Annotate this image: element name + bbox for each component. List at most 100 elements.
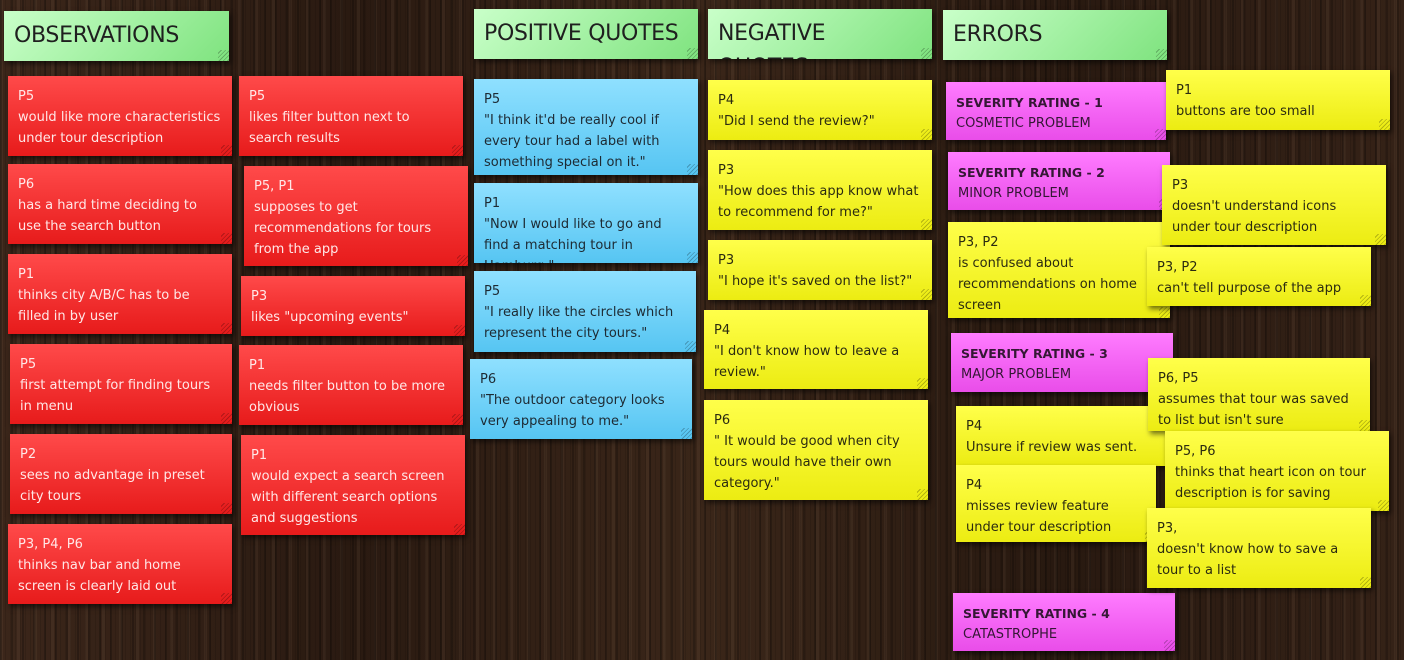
note-text: " It would be good when city tours would… bbox=[714, 434, 900, 491]
participant-label: P3 bbox=[251, 289, 268, 304]
note-text: can't tell purpose of the app bbox=[1157, 281, 1342, 296]
positive-quote-note[interactable]: P5 "I really like the circles which repr… bbox=[474, 271, 696, 352]
positive-quote-note[interactable]: P1 "Now I would like to go and find a ma… bbox=[474, 183, 698, 263]
error-note[interactable]: P3, doesn't know how to save a tour to a… bbox=[1147, 508, 1371, 588]
note-text: sees no advantage in preset city tours bbox=[20, 468, 205, 504]
negative-quote-note[interactable]: P4 "I don't know how to leave a review." bbox=[704, 310, 928, 389]
note-text: thinks city A/B/C has to be filled in by… bbox=[18, 288, 190, 324]
participant-label: P1 bbox=[251, 448, 268, 463]
participant-label: P1 bbox=[1176, 83, 1193, 98]
header-observations[interactable]: OBSERVATIONS bbox=[4, 11, 229, 61]
participant-label: P6 bbox=[714, 413, 731, 428]
participant-label: P5 bbox=[484, 92, 501, 107]
participant-label: P4 bbox=[718, 93, 735, 108]
note-text: first attempt for finding tours in menu bbox=[20, 378, 211, 414]
error-note[interactable]: P3, P2 is confused about recommendations… bbox=[948, 222, 1170, 318]
participant-label: P3, P2 bbox=[1157, 260, 1198, 275]
header-label: OBSERVATIONS bbox=[14, 23, 180, 48]
participant-label: P6 bbox=[480, 372, 497, 387]
note-text: doesn't understand icons under tour desc… bbox=[1172, 199, 1337, 235]
error-note[interactable]: P4 Unsure if review was sent. bbox=[956, 406, 1178, 466]
error-note[interactable]: P1 buttons are too small bbox=[1166, 70, 1390, 130]
negative-quote-note[interactable]: P4 "Did I send the review?" bbox=[708, 80, 932, 140]
participant-label: P5 bbox=[484, 284, 501, 299]
note-text: doesn't know how to save a tour to a lis… bbox=[1157, 542, 1339, 578]
observation-note[interactable]: P1 thinks city A/B/C has to be filled in… bbox=[8, 254, 232, 334]
participant-label: P4 bbox=[966, 419, 983, 434]
participant-label: P3, bbox=[1157, 521, 1178, 536]
positive-quote-note[interactable]: P5 "I think it'd be really cool if every… bbox=[474, 79, 698, 175]
note-text: Unsure if review was sent. bbox=[966, 440, 1138, 455]
note-text: "I really like the circles which represe… bbox=[484, 305, 674, 341]
note-text: thinks that heart icon on tour descripti… bbox=[1175, 465, 1366, 501]
observation-note[interactable]: P6 has a hard time deciding to use the s… bbox=[8, 164, 232, 244]
severity-description: MINOR PROBLEM bbox=[958, 186, 1069, 201]
severity-rating-label: SEVERITY RATING - 3 bbox=[961, 346, 1108, 361]
negative-quote-note[interactable]: P3 "I hope it's saved on the list?" bbox=[708, 240, 932, 300]
note-text: likes filter button next to search resul… bbox=[249, 110, 410, 146]
header-label: NEGATIVE QUOTES bbox=[718, 21, 826, 59]
note-text: "I don't know how to leave a review." bbox=[714, 344, 900, 380]
observation-note[interactable]: P1 would expect a search screen with dif… bbox=[241, 435, 465, 535]
error-note[interactable]: P5, P6 thinks that heart icon on tour de… bbox=[1165, 431, 1389, 511]
error-note[interactable]: P4 misses review feature under tour desc… bbox=[956, 465, 1156, 542]
note-text: buttons are too small bbox=[1176, 104, 1315, 119]
observation-note[interactable]: P3 likes "upcoming events" bbox=[241, 276, 465, 336]
participant-label: P5 bbox=[249, 89, 266, 104]
participant-label: P6 bbox=[18, 177, 35, 192]
note-text: supposes to get recommendations for tour… bbox=[254, 200, 432, 257]
header-negative-quotes[interactable]: NEGATIVE QUOTES bbox=[708, 9, 932, 59]
note-text: "I think it'd be really cool if every to… bbox=[484, 113, 660, 170]
note-text: has a hard time deciding to use the sear… bbox=[18, 198, 197, 234]
participant-label: P4 bbox=[966, 478, 983, 493]
note-text: "Did I send the review?" bbox=[718, 114, 875, 129]
observation-note[interactable]: P1 needs filter button to be more obviou… bbox=[239, 345, 463, 425]
participant-label: P3 bbox=[718, 163, 735, 178]
note-text: "Now I would like to go and find a match… bbox=[484, 217, 662, 263]
error-note[interactable]: P3 doesn't understand icons under tour d… bbox=[1162, 165, 1386, 245]
participant-label: P1 bbox=[18, 267, 35, 282]
note-text: thinks nav bar and home screen is clearl… bbox=[18, 558, 181, 594]
observation-note[interactable]: P3, P4, P6 thinks nav bar and home scree… bbox=[8, 524, 232, 604]
participant-label: P3, P2 bbox=[958, 235, 999, 250]
note-text: "The outdoor category looks very appeali… bbox=[480, 393, 665, 429]
note-text: "I hope it's saved on the list?" bbox=[718, 274, 913, 289]
note-text: assumes that tour was saved to list but … bbox=[1158, 392, 1349, 428]
severity-rating-note[interactable]: SEVERITY RATING - 4 CATASTROPHE bbox=[953, 593, 1175, 651]
positive-quote-note[interactable]: P6 "The outdoor category looks very appe… bbox=[470, 359, 692, 439]
participant-label: P6, P5 bbox=[1158, 371, 1199, 386]
note-text: would like more characteristics under to… bbox=[18, 110, 221, 146]
note-text: needs filter button to be more obvious bbox=[249, 379, 446, 415]
observation-note[interactable]: P5 likes filter button next to search re… bbox=[239, 76, 463, 156]
observation-note[interactable]: P2 sees no advantage in preset city tour… bbox=[10, 434, 232, 514]
severity-rating-note[interactable]: SEVERITY RATING - 3 MAJOR PROBLEM bbox=[951, 333, 1173, 392]
participant-label: P4 bbox=[714, 323, 731, 338]
severity-description: COSMETIC PROBLEM bbox=[956, 116, 1091, 131]
severity-rating-note[interactable]: SEVERITY RATING - 2 MINOR PROBLEM bbox=[948, 152, 1170, 210]
note-text: misses review feature under tour descrip… bbox=[966, 499, 1112, 535]
participant-label: P5 bbox=[20, 357, 37, 372]
negative-quote-note[interactable]: P3 "How does this app know what to recom… bbox=[708, 150, 932, 230]
severity-rating-label: SEVERITY RATING - 4 bbox=[963, 606, 1110, 621]
participant-label: P5 bbox=[18, 89, 35, 104]
severity-rating-label: SEVERITY RATING - 1 bbox=[956, 95, 1103, 110]
participant-label: P3, P4, P6 bbox=[18, 537, 83, 552]
error-note[interactable]: P3, P2 can't tell purpose of the app bbox=[1147, 247, 1371, 306]
note-text: would expect a search screen with differ… bbox=[251, 469, 445, 526]
participant-label: P2 bbox=[20, 447, 37, 462]
header-errors[interactable]: ERRORS bbox=[943, 10, 1167, 60]
observation-note[interactable]: P5 first attempt for finding tours in me… bbox=[10, 344, 232, 424]
negative-quote-note[interactable]: P6 " It would be good when city tours wo… bbox=[704, 400, 928, 500]
severity-description: MAJOR PROBLEM bbox=[961, 367, 1072, 382]
error-note[interactable]: P6, P5 assumes that tour was saved to li… bbox=[1148, 358, 1370, 431]
note-text: likes "upcoming events" bbox=[251, 310, 409, 325]
observation-note[interactable]: P5, P1 supposes to get recommendations f… bbox=[244, 166, 468, 266]
note-text: "How does this app know what to recommen… bbox=[718, 184, 919, 220]
note-text: is confused about recommendations on hom… bbox=[958, 256, 1137, 313]
header-positive-quotes[interactable]: POSITIVE QUOTES bbox=[474, 9, 698, 59]
severity-rating-note[interactable]: SEVERITY RATING - 1 COSMETIC PROBLEM bbox=[946, 82, 1166, 140]
severity-description: CATASTROPHE bbox=[963, 627, 1058, 642]
participant-label: P5, P1 bbox=[254, 179, 295, 194]
observation-note[interactable]: P5 would like more characteristics under… bbox=[8, 76, 232, 156]
